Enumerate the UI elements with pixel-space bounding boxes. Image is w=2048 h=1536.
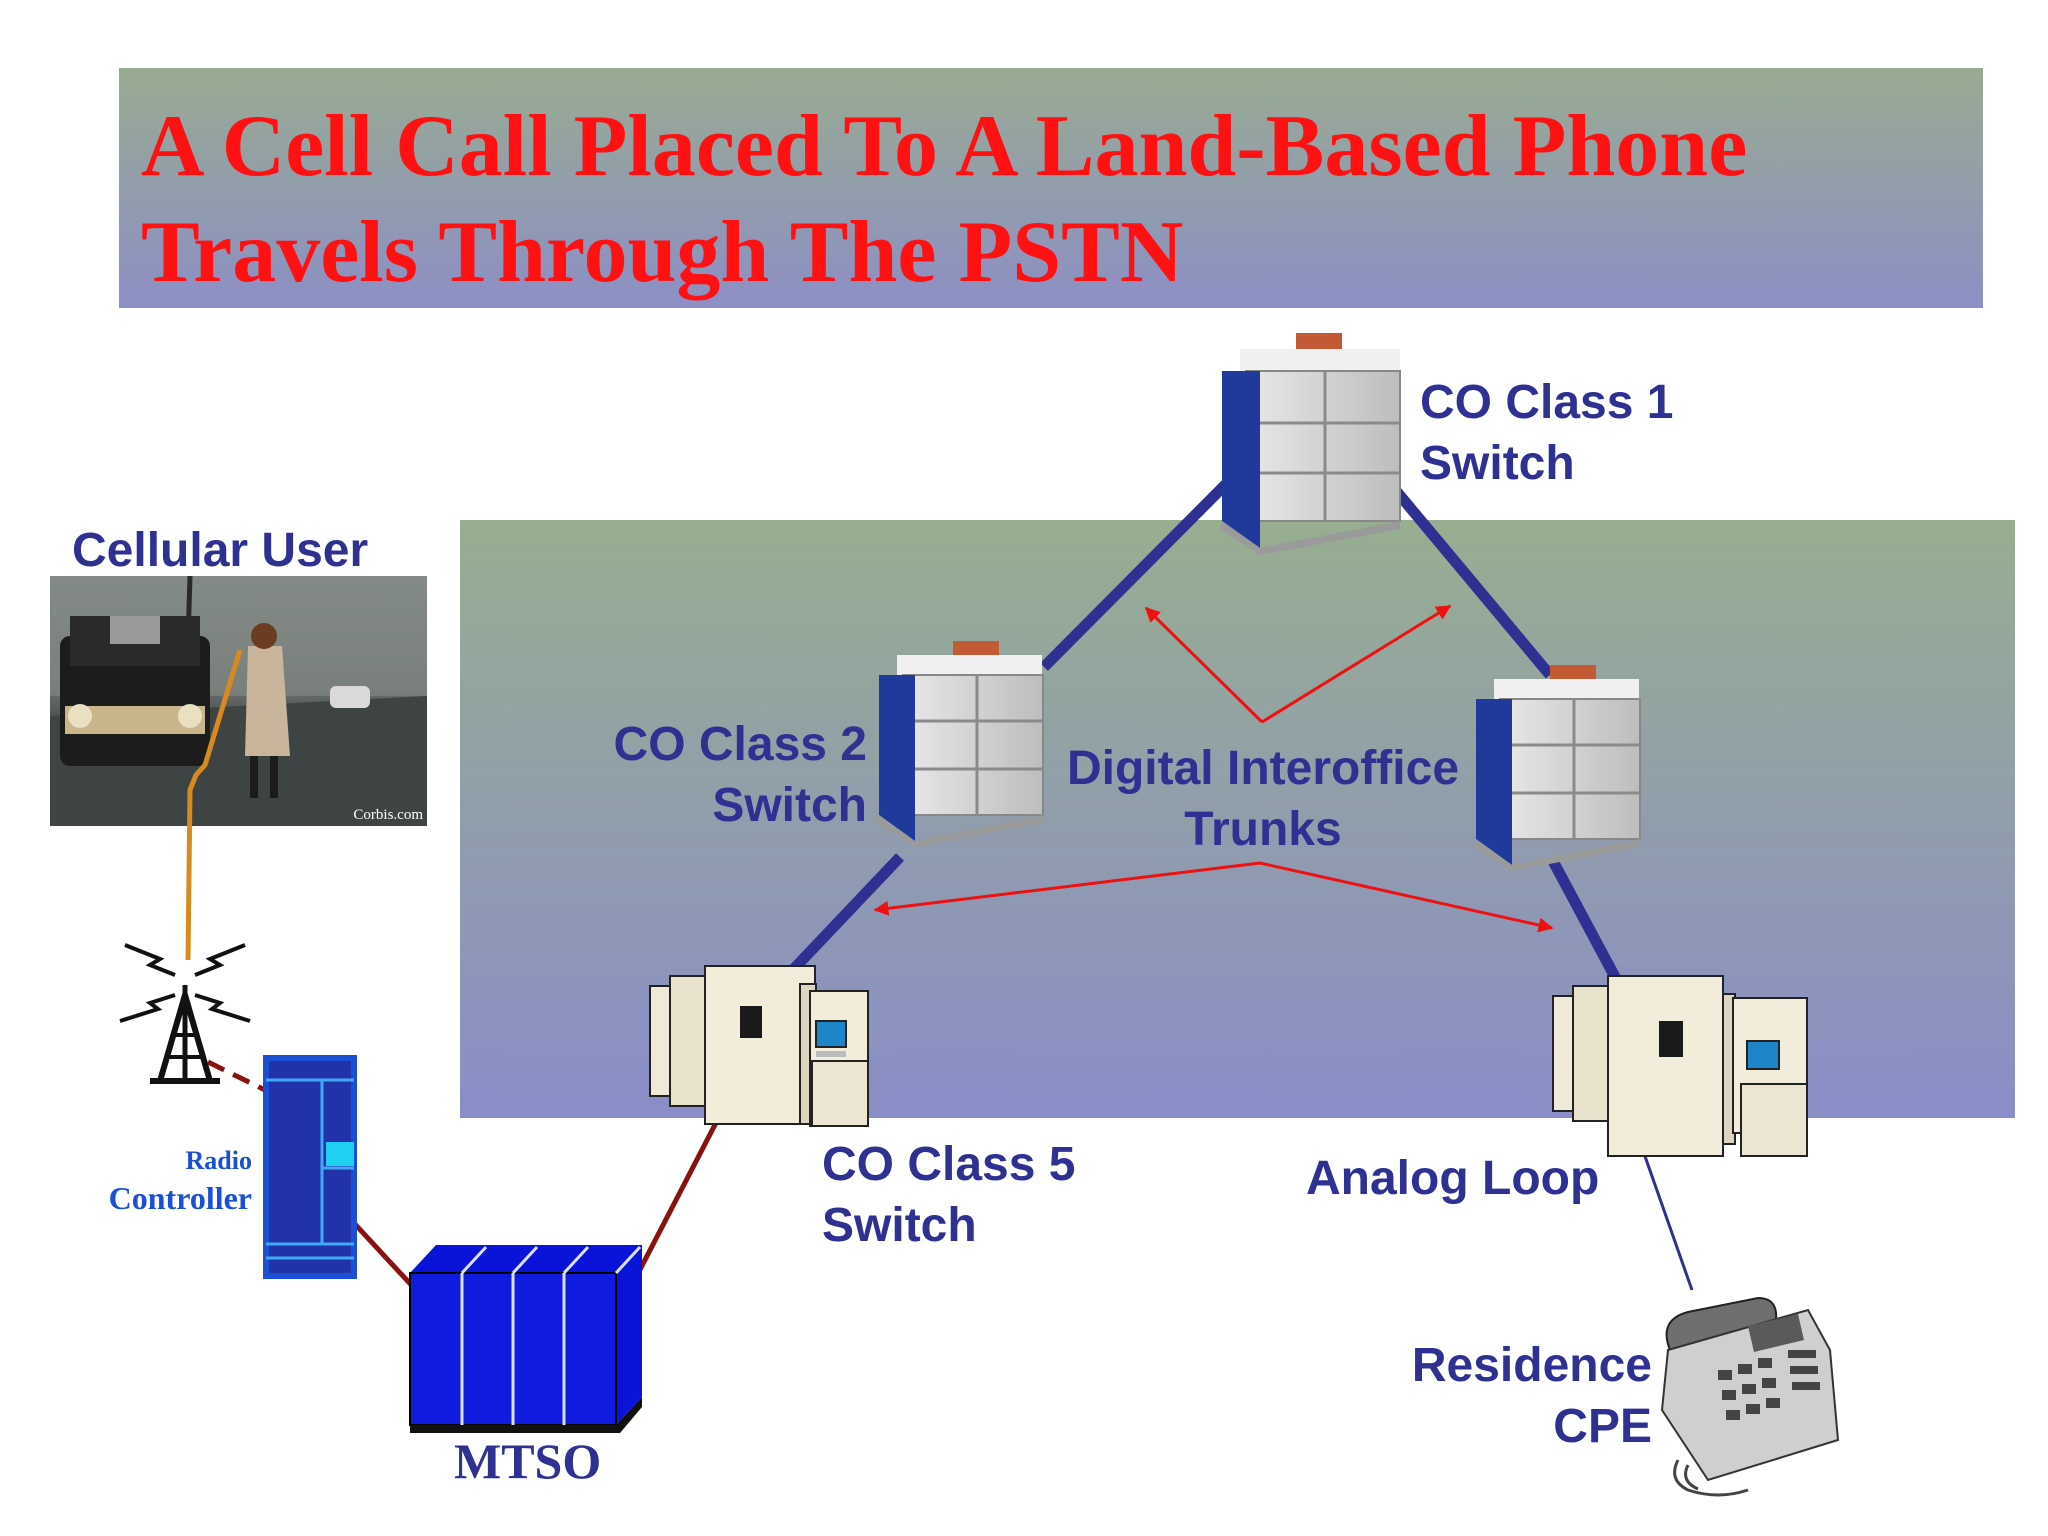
title-line-1: A Cell Call Placed To A Land-Based Phone xyxy=(141,98,1748,195)
co-class1-label-line2: Switch xyxy=(1420,437,1575,490)
co-class2-label: CO Class 2 Switch xyxy=(614,714,867,836)
co-class2-label-line2: Switch xyxy=(712,779,867,832)
office-switch-icon xyxy=(649,965,869,1127)
cell-tower-icon xyxy=(119,943,251,1084)
co-class1-label: CO Class 1 Switch xyxy=(1420,372,1673,494)
radio-controller-label-line1: Radio xyxy=(185,1146,252,1175)
trunk-line-class1-class2 xyxy=(1040,480,1230,671)
trunk-line-class2-class5 xyxy=(784,853,904,979)
title-banner: A Cell Call Placed To A Land-Based Phone… xyxy=(119,68,1983,308)
class5-mtso-link xyxy=(629,1115,722,1287)
residence-label-line1: Residence xyxy=(1411,1339,1652,1392)
desk-phone-icon xyxy=(1660,1296,1840,1497)
photo-credit: Corbis.com xyxy=(353,807,423,823)
residence-cpe-label: Residence CPE xyxy=(1412,1335,1652,1457)
cellular-user-label: Cellular User xyxy=(72,524,369,577)
mainframe-switch-icon xyxy=(877,641,1044,847)
tower-controller-link xyxy=(206,1059,267,1093)
trunks-label-line2: Trunks xyxy=(1184,803,1342,856)
trunks-label-line1: Digital Interoffice xyxy=(1066,742,1460,795)
cellular-user-photo: Corbis.com xyxy=(50,576,427,826)
residence-label-line2: CPE xyxy=(1553,1400,1652,1453)
mtso-label: MTSO xyxy=(454,1433,602,1489)
title-line-2: Travels Through The PSTN xyxy=(141,204,1184,301)
slide-title: A Cell Call Placed To A Land-Based Phone… xyxy=(141,94,1747,306)
mainframe-switch-icon xyxy=(1474,665,1641,871)
office-switch-icon xyxy=(1552,975,1808,1157)
co-class1-label-line1: CO Class 1 xyxy=(1420,376,1674,429)
radio-controller-label: Radio Controller xyxy=(109,1144,252,1218)
co-class2-label-line1: CO Class 2 xyxy=(613,718,867,771)
mtso-rack-icon xyxy=(409,1245,642,1433)
trunks-label: Digital Interoffice Trunks xyxy=(1048,738,1478,860)
co-class5-label: CO Class 5 Switch xyxy=(822,1134,1075,1256)
trunk-arrows xyxy=(873,604,1554,933)
analog-loop-label: Analog Loop xyxy=(1306,1152,1600,1205)
wireless-link xyxy=(185,649,243,961)
trunk-line-class3-class5 xyxy=(1548,858,1627,993)
radio-controller-label-line2: Controller xyxy=(108,1180,252,1216)
radio-controller-icon xyxy=(263,1055,357,1279)
trunk-line-class1-class3 xyxy=(1382,476,1555,679)
mainframe-switch-icon xyxy=(1220,333,1401,555)
co-class5-label-line1: CO Class 5 xyxy=(822,1138,1076,1191)
co-class5-label-line2: Switch xyxy=(822,1199,977,1252)
